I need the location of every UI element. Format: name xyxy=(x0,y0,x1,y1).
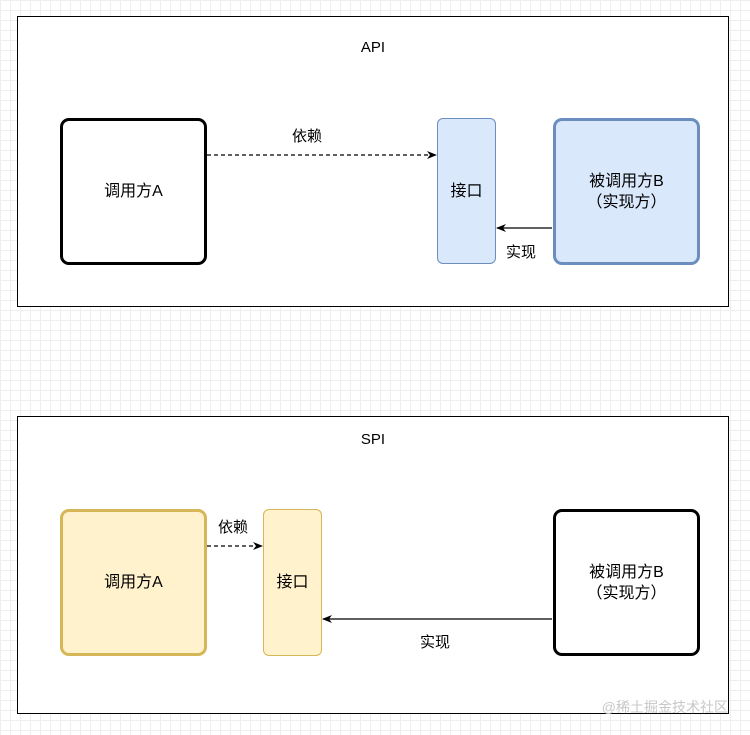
api-interface-box[interactable]: 接口 xyxy=(437,118,496,264)
api-provider-box[interactable]: 被调用方B （实现方） xyxy=(553,118,700,265)
api-panel-title: API xyxy=(360,39,386,56)
spi-implement-label: 实现 xyxy=(420,634,451,651)
spi-depend-label: 依赖 xyxy=(218,519,249,536)
spi-provider-box[interactable]: 被调用方B （实现方） xyxy=(553,509,700,656)
spi-panel-title: SPI xyxy=(360,431,386,448)
watermark: @稀土掘金技术社区 xyxy=(601,699,728,715)
spi-caller-box[interactable]: 调用方A xyxy=(60,509,207,656)
api-implement-label: 实现 xyxy=(506,244,537,261)
api-depend-label: 依赖 xyxy=(292,128,323,145)
spi-interface-box[interactable]: 接口 xyxy=(263,509,322,656)
api-caller-box[interactable]: 调用方A xyxy=(60,118,207,265)
